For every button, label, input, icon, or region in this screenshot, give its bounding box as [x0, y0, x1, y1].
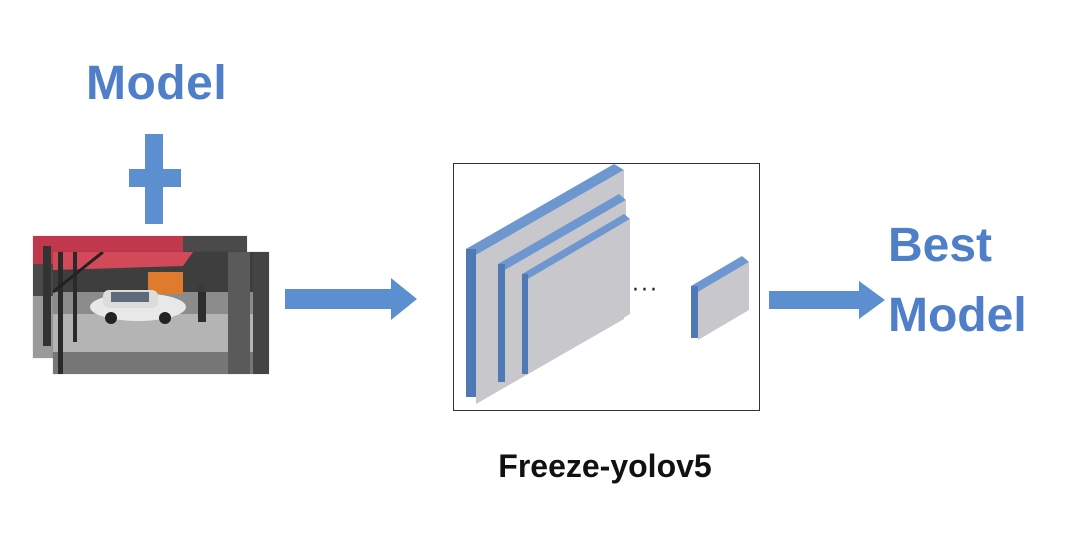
arrow-right-icon — [285, 278, 417, 325]
model-label: Model — [86, 57, 228, 110]
network-diagram-box: ··· — [453, 163, 760, 411]
process-label: Freeze-yolov5 — [498, 448, 712, 484]
ellipsis: ··· — [632, 278, 659, 303]
output-label-line1: Best — [888, 219, 993, 272]
input-image-front — [53, 252, 269, 374]
arrow-right-icon — [769, 281, 885, 324]
output-label-line2: Model — [888, 289, 1027, 342]
